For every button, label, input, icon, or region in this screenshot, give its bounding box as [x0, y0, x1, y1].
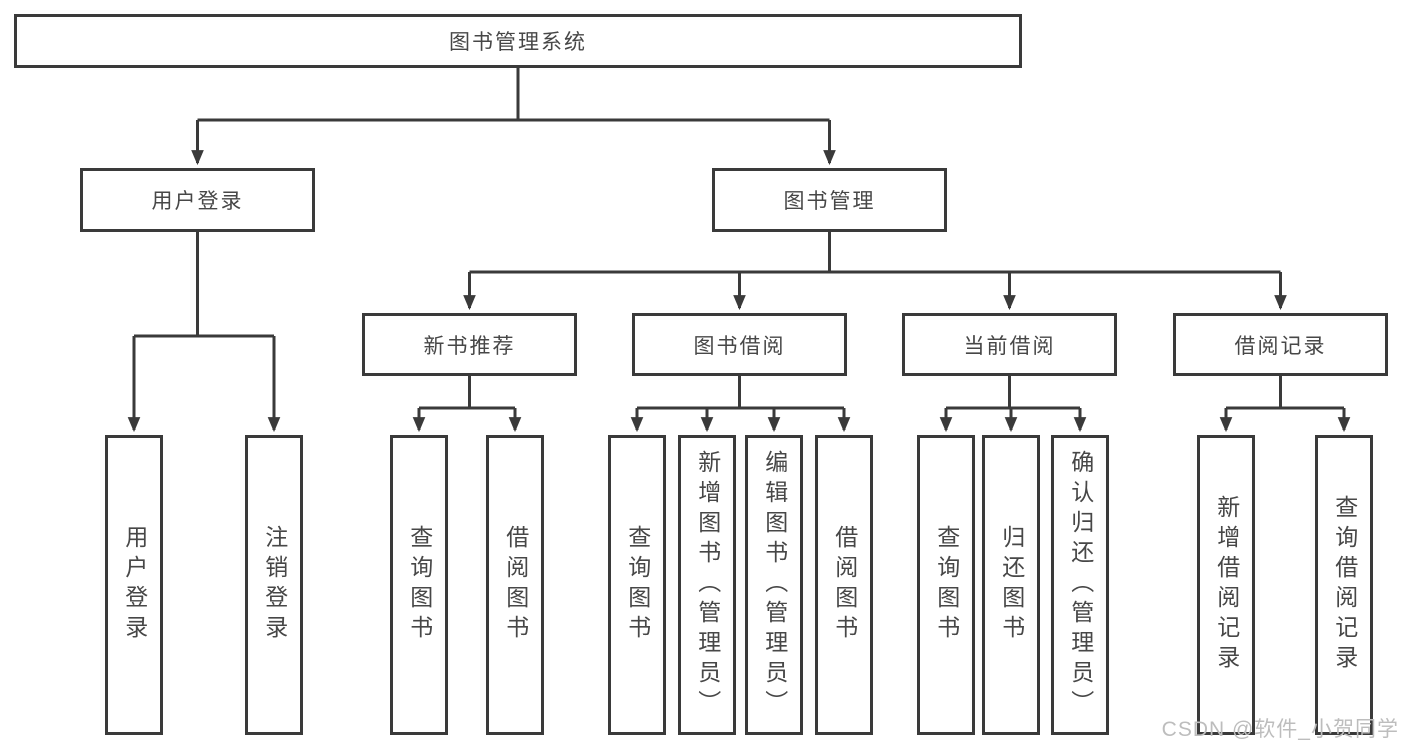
node-library-system: 图书管理系统 — [14, 14, 1022, 68]
leaf-query-books-current-label: 查询图书 — [933, 525, 960, 645]
leaf-add-books-admin: 新增图书（管理员） — [678, 435, 736, 735]
node-current-borrow-label: 当前借阅 — [963, 334, 1056, 358]
leaf-user-login: 用户登录 — [105, 435, 163, 735]
leaf-query-books-recommend: 查询图书 — [390, 435, 448, 735]
node-current-borrow: 当前借阅 — [902, 313, 1117, 376]
leaf-borrow-books-recommend: 借阅图书 — [486, 435, 544, 735]
leaf-logout-label: 注销登录 — [261, 525, 288, 645]
node-new-book-recommend-label: 新书推荐 — [423, 334, 516, 358]
leaf-query-books-recommend-label: 查询图书 — [406, 525, 433, 645]
leaf-add-borrow-record: 新增借阅记录 — [1197, 435, 1255, 735]
node-user-login: 用户登录 — [80, 168, 315, 232]
leaf-confirm-return-admin-label: 确认归还（管理员） — [1067, 450, 1094, 720]
leaf-return-books-label: 归还图书 — [998, 525, 1025, 645]
node-library-system-label: 图书管理系统 — [449, 31, 587, 54]
leaf-borrow-books-recommend-label: 借阅图书 — [502, 525, 529, 645]
leaf-edit-books-admin: 编辑图书（管理员） — [745, 435, 803, 735]
leaf-query-books-borrow: 查询图书 — [608, 435, 666, 735]
leaf-edit-books-admin-label: 编辑图书（管理员） — [761, 450, 788, 720]
node-book-management-label: 图书管理 — [783, 190, 876, 213]
leaf-add-borrow-record-label: 新增借阅记录 — [1213, 495, 1240, 675]
leaf-query-books-current: 查询图书 — [917, 435, 975, 735]
leaf-add-books-admin-label: 新增图书（管理员） — [694, 450, 721, 720]
csdn-watermark: CSDN @软件_小贺同学 — [1161, 718, 1399, 741]
node-book-borrow: 图书借阅 — [632, 313, 847, 376]
node-book-borrow-label: 图书借阅 — [693, 334, 786, 358]
leaf-borrow-books: 借阅图书 — [815, 435, 873, 735]
leaf-return-books: 归还图书 — [982, 435, 1040, 735]
node-book-management: 图书管理 — [712, 168, 947, 232]
node-user-login-label: 用户登录 — [151, 190, 244, 213]
node-new-book-recommend: 新书推荐 — [362, 313, 577, 376]
node-borrow-records: 借阅记录 — [1173, 313, 1388, 376]
leaf-query-borrow-record: 查询借阅记录 — [1315, 435, 1373, 735]
leaf-logout: 注销登录 — [245, 435, 303, 735]
leaf-borrow-books-label: 借阅图书 — [831, 525, 858, 645]
leaf-confirm-return-admin: 确认归还（管理员） — [1051, 435, 1109, 735]
leaf-query-books-borrow-label: 查询图书 — [624, 525, 651, 645]
leaf-user-login-label: 用户登录 — [121, 525, 148, 645]
node-borrow-records-label: 借阅记录 — [1234, 334, 1327, 358]
leaf-query-borrow-record-label: 查询借阅记录 — [1331, 495, 1358, 675]
